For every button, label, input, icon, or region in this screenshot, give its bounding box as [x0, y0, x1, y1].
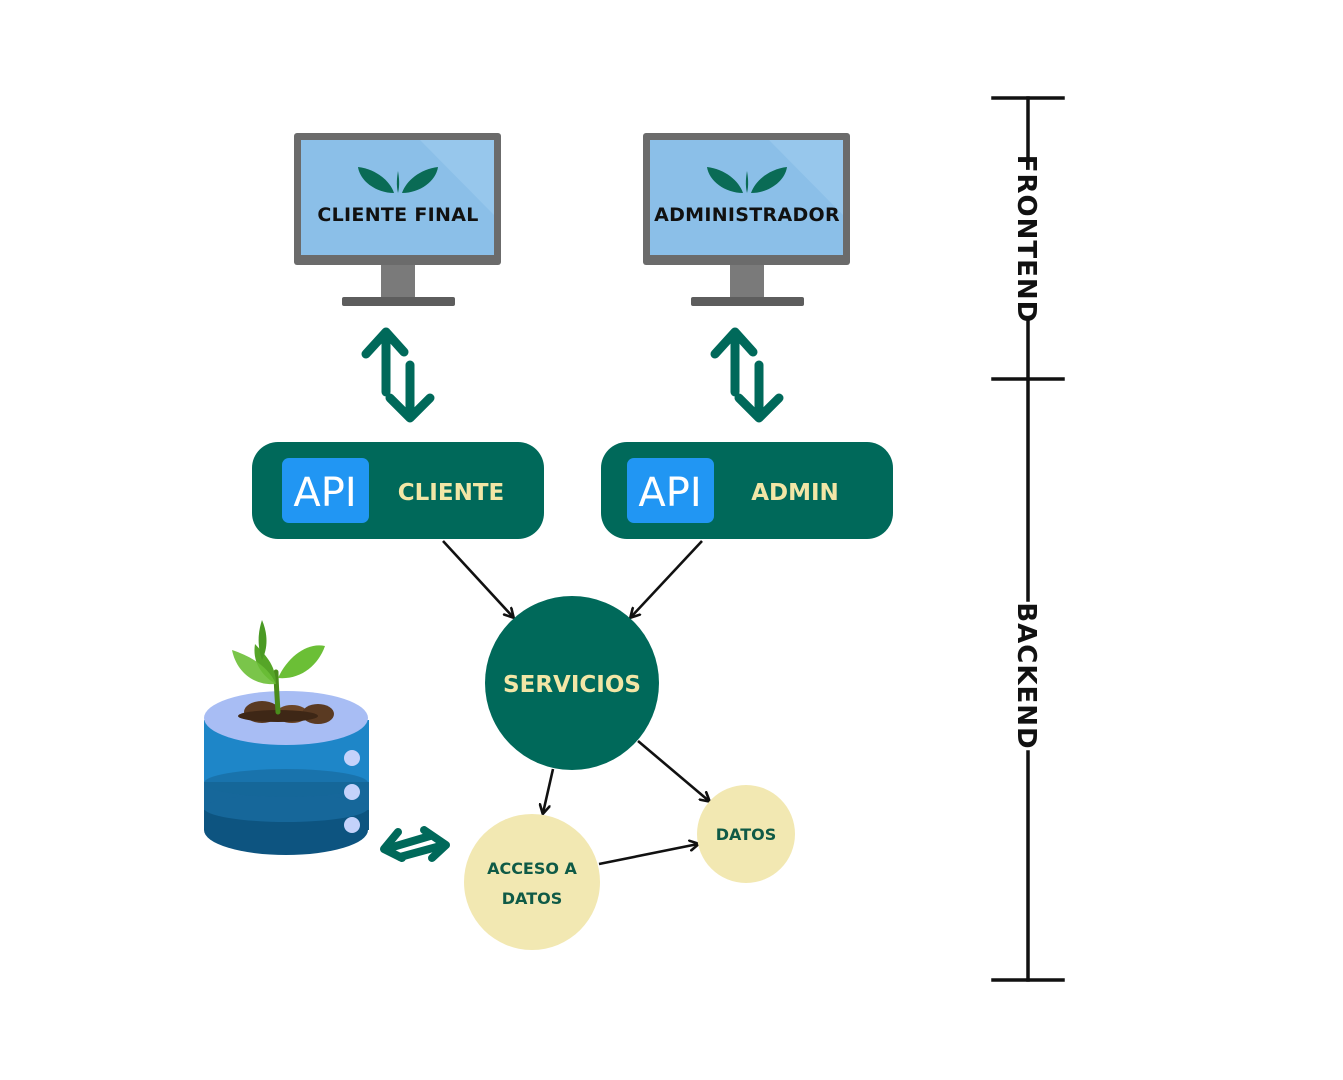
leaf-logo-icon	[707, 167, 787, 193]
client-monitor-label: CLIENTE FINAL	[317, 204, 478, 226]
data-label: DATOS	[716, 825, 776, 844]
arrow-services-to-data-access	[543, 768, 555, 813]
plant-icon	[232, 620, 334, 724]
api-admin-label: ADMIN	[751, 480, 839, 506]
admin-monitor-label: ADMINISTRADOR	[654, 204, 840, 226]
data-node: DATOS	[697, 785, 795, 883]
connector-arrows	[442, 540, 709, 866]
api-client-box: API CLIENTE	[252, 442, 544, 539]
api-admin-badge: API	[638, 470, 701, 516]
api-client-label: CLIENTE	[398, 480, 504, 506]
arrow-services-to-data	[637, 740, 709, 801]
arrow-api-client-to-services	[442, 540, 513, 617]
bidirectional-arrow-icon	[380, 826, 450, 862]
database-plant-icon	[204, 620, 369, 855]
data-access-label-line1: ACCESO A	[487, 859, 577, 878]
services-label: SERVICIOS	[503, 672, 641, 698]
data-access-node: ACCESO A DATOS	[464, 814, 600, 950]
services-node: SERVICIOS	[485, 596, 659, 770]
frontend-section-label: FRONTEND	[1011, 155, 1041, 323]
bidirectional-arrow-icon	[710, 327, 784, 423]
arrow-api-admin-to-services	[631, 540, 703, 617]
bidirectional-arrow-icon	[361, 327, 435, 423]
api-client-badge: API	[293, 470, 356, 516]
monitor-client: CLIENTE FINAL	[294, 133, 501, 306]
data-access-label-line2: DATOS	[502, 889, 562, 908]
api-admin-box: API ADMIN	[601, 442, 893, 539]
monitor-admin: ADMINISTRADOR	[643, 133, 850, 306]
arrow-data-access-to-data	[598, 844, 698, 866]
leaf-logo-icon	[358, 167, 438, 193]
backend-section-label: BACKEND	[1011, 602, 1041, 749]
layer-scale	[991, 96, 1065, 982]
